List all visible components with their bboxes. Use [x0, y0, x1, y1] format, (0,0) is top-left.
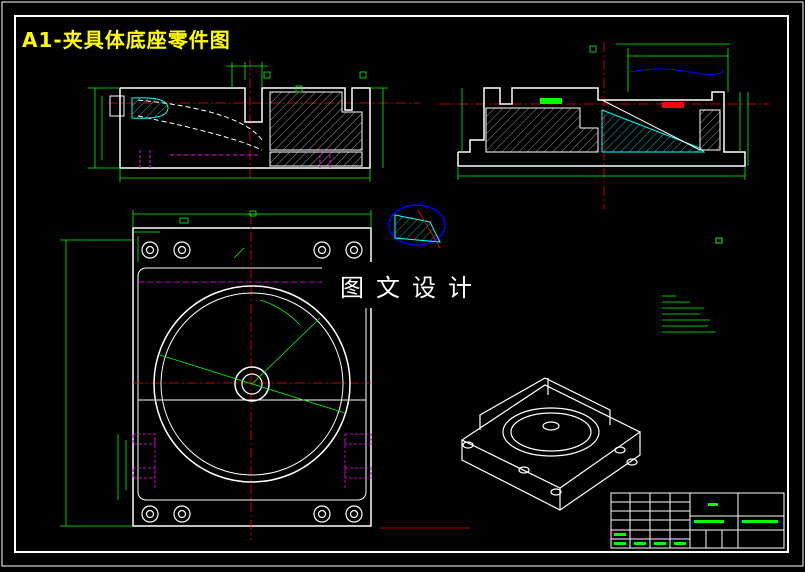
- detail-ellipse: [388, 204, 446, 246]
- front-hidden-curve-1: [137, 99, 263, 141]
- top-view-inner-pocket: [137, 267, 367, 501]
- side-slope-line: [601, 99, 701, 151]
- front-section-hatch: [269, 91, 363, 151]
- side-section-hatch-right: [699, 109, 721, 151]
- side-marker-red: [662, 102, 684, 108]
- watermark: 图文设计: [322, 262, 502, 308]
- detail-centerline: [417, 209, 441, 249]
- top-radius-line: [251, 317, 321, 385]
- top-center-hole-inner: [241, 373, 263, 395]
- isometric-view: [460, 377, 642, 511]
- front-bore-section: [131, 97, 169, 119]
- top-view-outline: [132, 227, 372, 527]
- front-left-lug: [109, 95, 125, 117]
- side-wavy-note: [629, 68, 725, 76]
- side-dimensions: [457, 43, 749, 180]
- technical-notes: [662, 295, 716, 333]
- side-view: [440, 42, 770, 210]
- top-hidden-side-holes: [132, 433, 372, 490]
- title-block-entries: [614, 503, 778, 545]
- side-marker-green: [540, 98, 562, 104]
- top-dimensions: [60, 210, 372, 527]
- top-angle-arc: [259, 299, 301, 326]
- surface-finish-note: [715, 237, 723, 244]
- top-bolt-holes: [141, 241, 363, 523]
- top-center-hole-outer: [234, 366, 270, 402]
- top-large-bore-outer: [153, 285, 351, 483]
- front-view: [88, 60, 420, 182]
- iso-side-faces: [461, 432, 641, 511]
- drawing-border: [14, 15, 789, 553]
- front-base-hatch: [269, 151, 363, 167]
- front-dimensions: [88, 62, 388, 182]
- detail-hatch: [394, 214, 441, 243]
- iso-top-face: [460, 384, 642, 489]
- side-section-hatch-wedge: [601, 109, 706, 153]
- title-block: [610, 492, 785, 549]
- top-large-bore-inner: [160, 292, 344, 476]
- iso-center-hole: [542, 421, 560, 431]
- front-hidden-curve-2: [137, 115, 263, 151]
- side-section-hatch-left: [485, 107, 599, 153]
- iso-bore: [502, 407, 600, 457]
- detail-view: [388, 204, 446, 249]
- drawing-title: A1-夹具体底座零件图: [22, 28, 231, 52]
- side-outline: [457, 87, 746, 167]
- top-view: [60, 210, 470, 540]
